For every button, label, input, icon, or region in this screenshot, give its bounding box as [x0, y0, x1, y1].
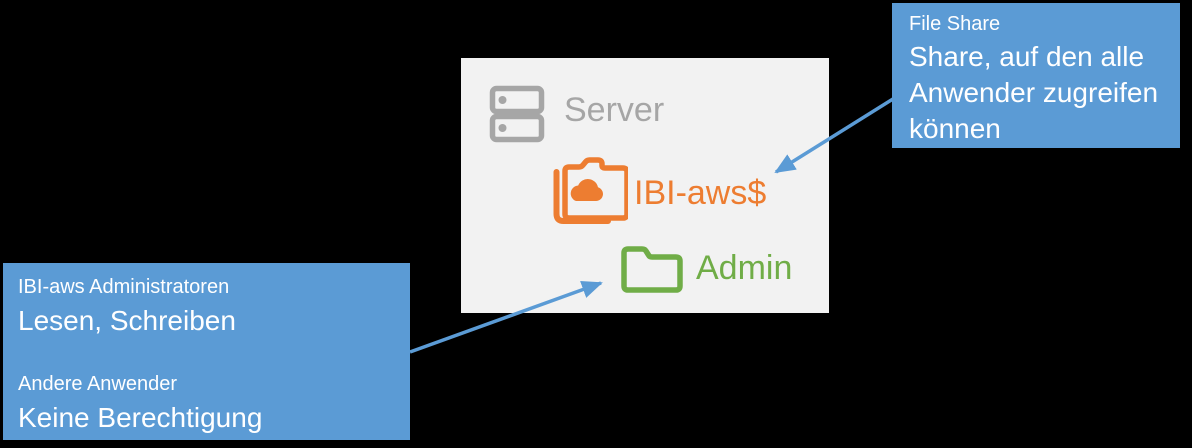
admin-label: Admin [696, 249, 793, 287]
folder-outline [562, 157, 628, 221]
permissions-group2-label: Andere Anwender [18, 373, 178, 395]
stacked-folder-back [553, 169, 611, 224]
permissions-group2-value: Keine Berechtigung [18, 402, 263, 433]
callout-file-share-line1: Share, auf den alle [909, 41, 1145, 72]
callout-file-share-title: File Share [909, 13, 1001, 35]
callout-file-share-line3: können [909, 113, 1001, 144]
folder-icon [621, 246, 683, 293]
permissions-group1-label: IBI-aws Administratoren [18, 276, 230, 298]
callout-permissions: IBI-aws Administratoren Lesen, Schreiben… [3, 263, 410, 440]
permissions-group1-value: Lesen, Schreiben [18, 305, 236, 336]
shared-folder-cloud-icon [553, 157, 628, 224]
cloud-icon [570, 179, 603, 201]
callout-file-share-line2: Anwender zugreifen [909, 77, 1159, 108]
server-panel [461, 58, 829, 313]
share-label: IBI-aws$ [634, 174, 767, 212]
server-icon [489, 85, 545, 143]
server-label: Server [564, 91, 665, 129]
permissions-spacer [18, 339, 410, 369]
callout-file-share: File Share Share, auf den alle Anwender … [892, 3, 1180, 148]
